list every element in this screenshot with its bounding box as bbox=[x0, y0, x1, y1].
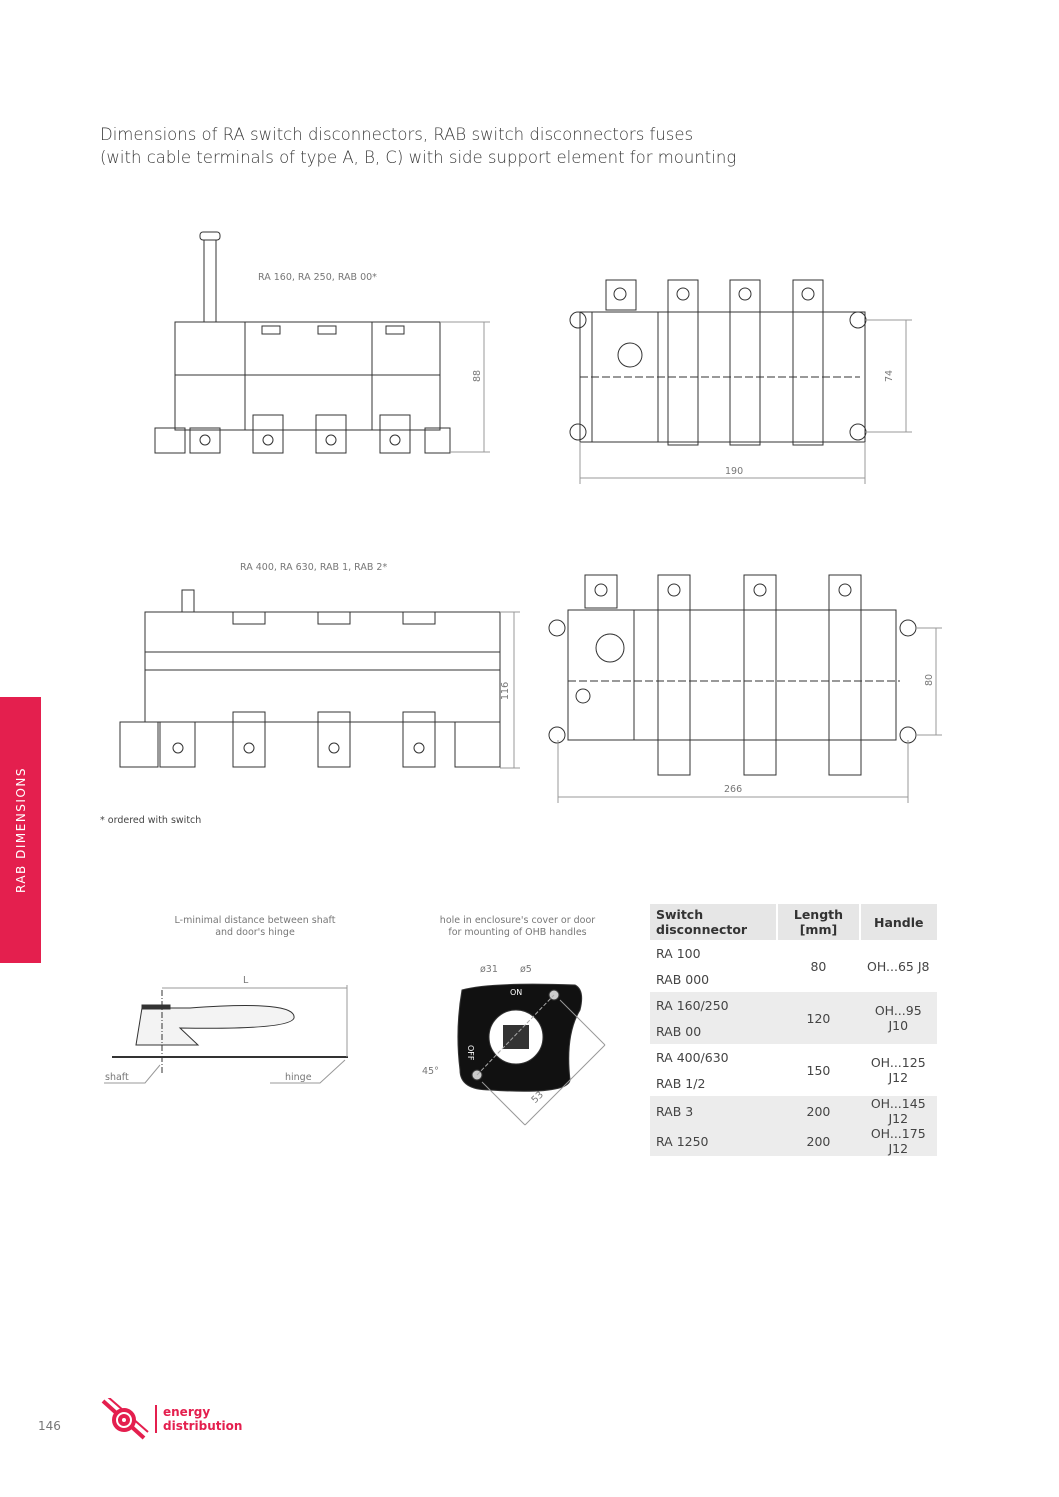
handle-distance-figure: L shaft hinge bbox=[104, 975, 348, 1084]
drawing-ra160-top-view: 74 190 bbox=[569, 279, 912, 484]
drawing-ra400-side-view: RA 400, RA 630, RAB 1, RAB 2* 116 bbox=[119, 562, 520, 769]
technical-drawings: RA 160, RA 250, RAB 00* 88 74 190 bbox=[104, 231, 942, 1126]
brand-name: energy distribution bbox=[155, 1405, 242, 1433]
on-marking: ON bbox=[510, 988, 522, 997]
hole-caption: hole in enclosure's cover or door for mo… bbox=[425, 915, 610, 939]
hole-caption-line2: for mounting of OHB handles bbox=[448, 927, 587, 938]
header-switch: Switch disconnector bbox=[650, 904, 778, 940]
diameter-31-label: ø31 bbox=[480, 964, 498, 975]
model-cell: RA 160/250 bbox=[650, 992, 778, 1018]
table-row: RA 100 80 OH...65 J8 bbox=[650, 940, 937, 974]
drawing-ra400-top-view: 80 266 bbox=[548, 574, 942, 803]
title-line-2: (with cable terminals of type A, B, C) w… bbox=[100, 148, 737, 167]
group2-top-height-dimension: 80 bbox=[924, 674, 935, 686]
shaft-label: shaft bbox=[105, 1072, 129, 1083]
title-line-1: Dimensions of RA switch disconnectors, R… bbox=[100, 125, 694, 144]
hole-caption-line1: hole in enclosure's cover or door bbox=[439, 915, 596, 926]
header-handle: Handle bbox=[858, 904, 937, 940]
length-cell: 80 bbox=[810, 958, 827, 974]
brand-logo-icon bbox=[101, 1398, 149, 1440]
off-marking: OFF bbox=[466, 1045, 475, 1061]
model-cell: RA 400/630 bbox=[656, 1049, 729, 1065]
model-cell: RA 100 bbox=[656, 945, 701, 961]
diameter-5-label: ø5 bbox=[520, 964, 532, 975]
handle-cell: OH...125 J12 bbox=[870, 1055, 926, 1085]
table-row: RAB 1/2 bbox=[650, 1070, 937, 1096]
section-sidebar-tab: RAB DIMENSIONS bbox=[0, 697, 41, 963]
hinge-label: hinge bbox=[285, 1072, 312, 1083]
footnote: * ordered with switch bbox=[100, 815, 202, 826]
table-header: Switch disconnector Length [mm] Handle bbox=[650, 904, 937, 940]
group1-label: RA 160, RA 250, RAB 00* bbox=[258, 272, 377, 283]
handle-cell: OH...145 J12 bbox=[859, 1096, 937, 1126]
handle-cell: OH...175 J12 bbox=[859, 1126, 937, 1156]
model-cell: RAB 000 bbox=[656, 971, 710, 987]
drawing-ra160-side-view: RA 160, RA 250, RAB 00* 88 bbox=[154, 231, 490, 454]
section-label: RAB DIMENSIONS bbox=[13, 767, 28, 893]
table-row: RAB 000 bbox=[650, 966, 937, 992]
handle-cell: OH...95 J10 bbox=[859, 992, 937, 1044]
group2-height-dimension: 116 bbox=[500, 682, 511, 700]
page-number: 146 bbox=[38, 1419, 61, 1433]
handle-caption: L-minimal distance between shaft and doo… bbox=[160, 915, 350, 939]
model-cell: RA 1250 bbox=[650, 1126, 778, 1156]
length-cell: 200 bbox=[777, 1126, 860, 1156]
group1-width-dimension: 190 bbox=[725, 466, 743, 477]
handle-cell: OH...65 J8 bbox=[867, 958, 930, 974]
length-l-label: L bbox=[243, 975, 249, 986]
group1-height-dimension: 88 bbox=[472, 370, 483, 382]
length-cell: 120 bbox=[777, 992, 860, 1044]
model-cell: RAB 1/2 bbox=[656, 1075, 706, 1091]
handle-caption-line1: L-minimal distance between shaft bbox=[174, 915, 336, 926]
length-cell: 200 bbox=[777, 1096, 860, 1126]
model-cell: RAB 3 bbox=[650, 1096, 778, 1126]
table-row: RAB 00 bbox=[650, 1018, 937, 1044]
distance-53-label: 53 bbox=[530, 1089, 546, 1105]
handle-caption-line2: and door's hinge bbox=[215, 927, 295, 938]
brand-line2: distribution bbox=[163, 1419, 243, 1433]
table-row: RA 400/630 150 OH...125 J12 bbox=[650, 1044, 937, 1086]
group2-width-dimension: 266 bbox=[724, 784, 742, 795]
brand-line1: energy bbox=[163, 1405, 211, 1419]
handle-length-table: Switch disconnector Length [mm] Handle R… bbox=[650, 904, 937, 1156]
header-length: Length [mm] bbox=[776, 904, 860, 940]
group1-top-height-dimension: 74 bbox=[884, 370, 895, 382]
page-title: Dimensions of RA switch disconnectors, R… bbox=[100, 123, 736, 169]
model-cell: RAB 00 bbox=[650, 1018, 778, 1044]
length-cell: 150 bbox=[806, 1062, 831, 1078]
group2-label: RA 400, RA 630, RAB 1, RAB 2* bbox=[240, 562, 387, 573]
angle-label: 45° bbox=[422, 1066, 439, 1077]
hole-mounting-figure: ON OFF ø31 ø5 45° 53 bbox=[422, 964, 606, 1126]
